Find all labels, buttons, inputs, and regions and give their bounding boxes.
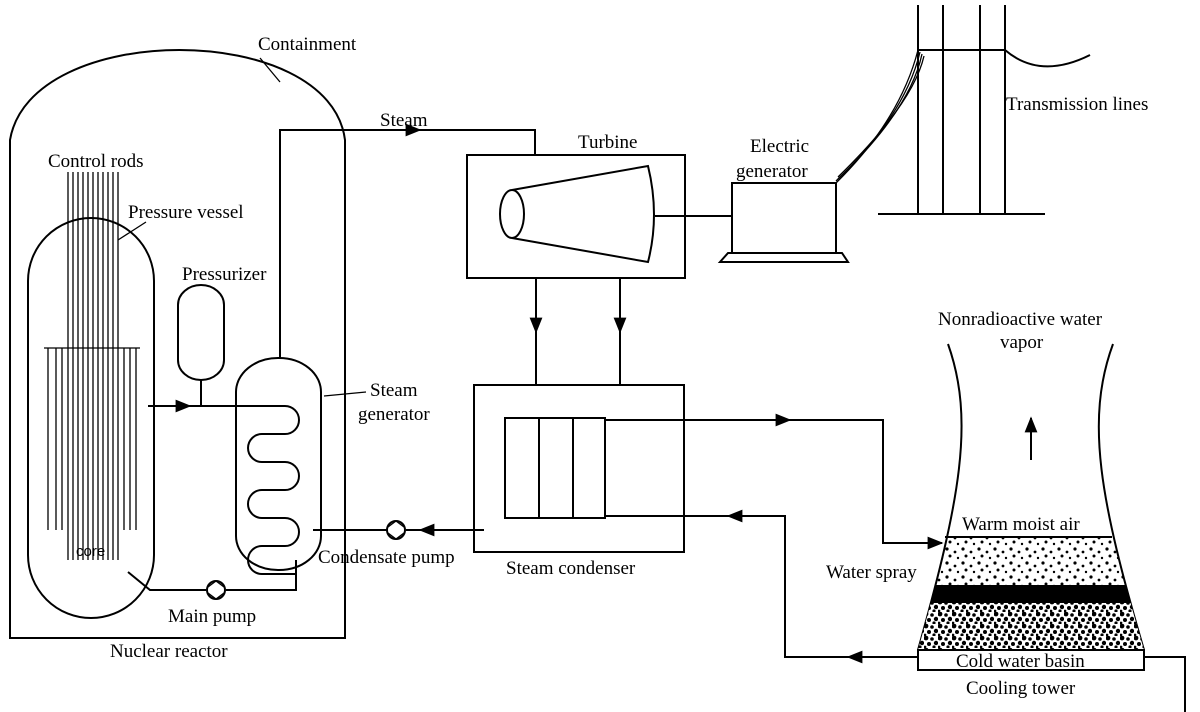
core-label: core bbox=[76, 543, 105, 560]
control-rods-label: Control rods bbox=[48, 151, 144, 172]
transmission-lines-label: Transmission lines bbox=[1006, 94, 1148, 115]
cooling-water-loop bbox=[605, 413, 1186, 712]
cooling-tower bbox=[917, 343, 1145, 671]
condensate-pump-label: Condensate pump bbox=[318, 547, 455, 568]
nuclear-reactor-label: Nuclear reactor bbox=[110, 641, 228, 662]
steam-generator-label-1: Steam bbox=[370, 380, 418, 401]
steam-generator-label-2: generator bbox=[358, 404, 430, 425]
condensate-pump bbox=[313, 520, 484, 540]
control-rods bbox=[67, 172, 119, 560]
vapor-label-2: vapor bbox=[1000, 332, 1044, 353]
steam-label: Steam bbox=[380, 110, 428, 131]
containment-building bbox=[9, 49, 346, 639]
pressurizer-label: Pressurizer bbox=[182, 264, 267, 285]
reactor-core bbox=[44, 347, 140, 530]
electric-generator bbox=[717, 182, 850, 263]
electric-generator-label-2: generator bbox=[736, 161, 808, 182]
cooling-tower-label: Cooling tower bbox=[966, 678, 1076, 699]
pressurizer bbox=[177, 284, 225, 406]
turbine bbox=[466, 154, 732, 279]
main-pump-label: Main pump bbox=[168, 606, 256, 627]
pressure-vessel-label: Pressure vessel bbox=[128, 202, 244, 223]
cold-water-basin-label: Cold water basin bbox=[956, 651, 1085, 672]
steam-generator bbox=[154, 357, 367, 575]
main-pump bbox=[127, 560, 297, 600]
steam-line bbox=[279, 123, 536, 358]
steam-condenser bbox=[473, 384, 685, 553]
turbine-label: Turbine bbox=[578, 132, 637, 153]
electric-generator-label-1: Electric bbox=[750, 136, 809, 157]
steam-condenser-label: Steam condenser bbox=[506, 558, 636, 579]
vapor-label-1: Nonradioactive water bbox=[938, 309, 1103, 330]
turbine-exhaust-pipes bbox=[529, 278, 627, 385]
warm-moist-air-label: Warm moist air bbox=[962, 514, 1080, 535]
water-spray-label: Water spray bbox=[826, 562, 917, 583]
transmission-tower bbox=[835, 5, 1091, 215]
containment-label: Containment bbox=[258, 34, 357, 55]
pressure-vessel bbox=[27, 217, 155, 619]
